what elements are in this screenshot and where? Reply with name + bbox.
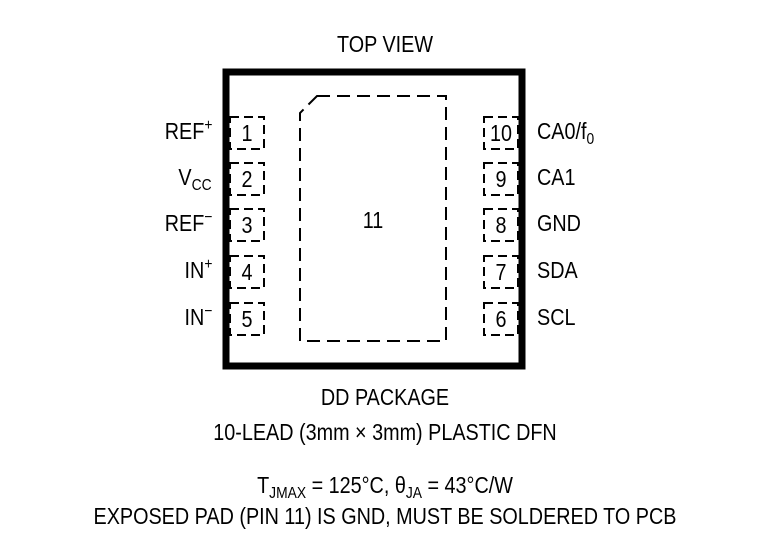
tjmax-subscript: JMAX <box>269 483 307 502</box>
pin-number-right-1: 10 <box>489 120 513 146</box>
pin-name: IN <box>184 304 204 330</box>
pin-pad-left-1 <box>229 116 265 150</box>
pin-number-left-2: 2 <box>241 166 253 192</box>
theta-subscript: JA <box>405 483 423 502</box>
pin-pad-left-2 <box>229 162 265 196</box>
pin-name: IN <box>184 257 204 283</box>
pin-number-left-3: 3 <box>241 212 253 238</box>
pin-name: V <box>178 164 193 190</box>
pin-label-right-5: SCL <box>537 306 575 329</box>
pin-label-right-4: SDA <box>537 259 578 282</box>
pin-number-right-3: 8 <box>495 212 507 238</box>
pin-boxes <box>229 116 519 336</box>
exposed-pad-note: EXPOSED PAD (PIN 11) IS GND, MUST BE SOL… <box>93 503 677 529</box>
pin-label-left-3: REF− <box>164 209 212 236</box>
pin-label-left-1: REF+ <box>164 117 212 144</box>
pin-name-superscript: + <box>203 255 212 274</box>
pin-label-left-2: VCC <box>178 164 212 193</box>
pin-name-subscript: CC <box>192 175 212 194</box>
thermal-specs: TJMAX = 125°C, θJA = 43°C/W <box>54 472 716 501</box>
package-body <box>222 68 526 370</box>
pin-number-right-4: 7 <box>495 259 507 285</box>
pin-number-left-1: 1 <box>241 120 253 146</box>
pin-pad-left-3 <box>229 208 265 242</box>
pin-number-right-5: 6 <box>495 306 507 332</box>
pin-pad-right-4 <box>483 255 519 289</box>
tjmax-symbol: T <box>257 472 270 498</box>
pin-label-right-1: CA0/f0 <box>537 118 594 147</box>
pin-name: CA1 <box>537 164 576 190</box>
exposed-pad-outline <box>299 95 447 342</box>
pin-name-superscript: − <box>203 302 212 321</box>
pin-name: GND <box>537 210 581 236</box>
pin-number-left-5: 5 <box>241 306 253 332</box>
pin-name: REF <box>164 210 204 236</box>
pin-label-right-2: CA1 <box>537 166 575 189</box>
pin-pad-left-5 <box>229 302 265 336</box>
pin-label-left-4: IN+ <box>184 256 212 283</box>
pin-name-superscript: + <box>203 116 212 135</box>
exposed-pad-number: 11 <box>362 207 384 233</box>
theta-value: = 43°C/W <box>422 472 513 498</box>
pin-name-superscript: − <box>203 208 212 227</box>
package-description: 10-LEAD (3mm × 3mm) PLASTIC DFN <box>213 419 557 445</box>
pin-label-left-5: IN− <box>184 303 212 330</box>
pin-name-subscript: 0 <box>586 129 595 148</box>
diagram-title: TOP VIEW <box>337 31 433 57</box>
pin-pad-right-3 <box>483 208 519 242</box>
pin-name: SCL <box>537 304 576 330</box>
pin-label-right-3: GND <box>537 212 581 235</box>
pin-number-right-2: 9 <box>495 166 507 192</box>
pin-pad-right-2 <box>483 162 519 196</box>
pin-number-left-4: 4 <box>241 259 253 285</box>
pin-pad-left-4 <box>229 255 265 289</box>
pin-name: SDA <box>537 257 578 283</box>
pin-pad-right-5 <box>483 302 519 336</box>
theta-symbol: θ <box>394 472 406 498</box>
package-name: DD PACKAGE <box>320 384 450 410</box>
tjmax-value: = 125°C, <box>306 472 395 498</box>
pin-name: CA0/f <box>537 118 587 144</box>
pin-name: REF <box>164 118 204 144</box>
pin-pad-right-1 <box>483 116 519 150</box>
